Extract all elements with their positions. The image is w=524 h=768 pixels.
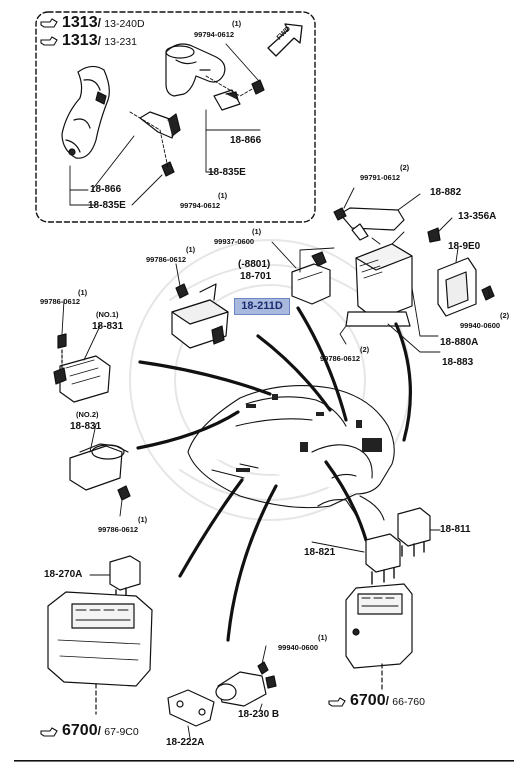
section-reference[interactable]: 1313/ 13-240D <box>62 14 145 31</box>
bolt-qty: (1) <box>138 515 148 524</box>
hand-pointer-icon <box>40 18 58 28</box>
bolt-part-number[interactable]: 99940-0600 <box>278 643 319 652</box>
part-label[interactable]: 18-880A <box>440 337 479 348</box>
inset-bracket-right <box>205 43 265 173</box>
bolt-qty: (1) <box>218 191 228 200</box>
relay-no2 <box>69 443 131 501</box>
bolt-part-number[interactable]: 99786-0612 <box>40 297 81 306</box>
part-label[interactable]: 18-222A <box>166 737 205 748</box>
part-label[interactable]: 18-230 B <box>238 709 280 720</box>
bolt-part-number[interactable]: 99786-0612 <box>98 525 139 534</box>
relay-18-811 <box>397 507 431 557</box>
bolt-qty: (1) <box>318 633 328 642</box>
part-label[interactable]: 18-701 <box>240 271 272 282</box>
fwd-arrow <box>267 23 303 57</box>
ecu-part-18-9e0 <box>437 257 495 317</box>
leader-lines <box>61 187 491 739</box>
part-label[interactable]: 18-882 <box>430 187 462 198</box>
air-duct-top <box>165 43 226 97</box>
part-label[interactable]: 18-811 <box>440 524 471 535</box>
bolt-part-number[interactable]: 99791-0612 <box>360 173 401 182</box>
part-label[interactable]: 18-821 <box>304 547 336 558</box>
part-label[interactable]: 18-831 <box>92 321 124 332</box>
leader-arrows <box>136 306 412 642</box>
inset-bracket-left <box>69 111 181 206</box>
bolt-qty: (1) <box>252 227 262 236</box>
inset-box <box>35 11 316 223</box>
bolt-qty: (2) <box>500 311 510 320</box>
bolt-qty: (1) <box>186 245 196 254</box>
bolt-qty: (1) <box>78 288 88 297</box>
part-label[interactable]: 18-270A <box>44 569 83 580</box>
relay-18-821 <box>365 533 401 585</box>
part-label[interactable]: 18-866 <box>230 135 262 146</box>
part-label[interactable]: 18-831 <box>70 421 102 432</box>
hand-pointer-icon <box>40 36 58 46</box>
bracket-18-222a <box>167 689 215 727</box>
part-label[interactable]: 18-835E <box>88 200 126 211</box>
hand-pointer-icon <box>40 727 58 737</box>
relay-no1 <box>53 333 111 403</box>
part-18-701 <box>291 251 331 305</box>
serial-note: (-8801) <box>238 259 271 270</box>
part-label[interactable]: 18-9E0 <box>448 241 481 252</box>
fuse-box-right <box>345 583 413 691</box>
highlighted-part[interactable]: 18-211D <box>234 298 290 315</box>
section-reference[interactable]: 6700/ 67-9C0 <box>62 722 139 739</box>
ecu-assembly <box>333 207 441 327</box>
bottom-rule <box>14 760 514 762</box>
relay-note: (NO.1) <box>96 310 119 319</box>
section-reference[interactable]: 1313/ 13-231 <box>62 32 137 49</box>
car-body <box>187 384 395 527</box>
bolt-part-number[interactable]: 99786-0612 <box>146 255 187 264</box>
part-label[interactable]: 18-883 <box>442 357 474 368</box>
hand-pointer-icon <box>328 697 346 707</box>
part-label[interactable]: 13-356A <box>458 211 497 222</box>
part-label[interactable]: 18-835E <box>208 167 246 178</box>
bolt-qty: (1) <box>232 19 242 28</box>
air-duct-hose <box>61 65 110 159</box>
relay-note: (NO.2) <box>76 410 99 419</box>
part-18-211d <box>171 283 229 349</box>
section-reference[interactable]: 6700/ 66-760 <box>350 692 425 709</box>
bolt-qty: (2) <box>400 163 410 172</box>
sensor-18-230b <box>215 661 277 707</box>
part-label[interactable]: 18-866 <box>90 184 122 195</box>
bolt-part-number[interactable]: 99940-0600 <box>460 321 501 330</box>
part-label[interactable]: 18-211D <box>241 300 283 312</box>
bolt-part-number[interactable]: 99786-0612 <box>320 354 361 363</box>
car-markers <box>236 394 382 472</box>
relay-18-270a <box>109 555 141 601</box>
bolt-part-number[interactable]: 99794-0612 <box>194 30 235 39</box>
bolt-qty: (2) <box>360 345 370 354</box>
fuse-box-left <box>47 591 153 715</box>
bolt-part-number[interactable]: 99937-0600 <box>214 237 255 246</box>
bolt-part-number[interactable]: 99794-0612 <box>180 201 221 210</box>
